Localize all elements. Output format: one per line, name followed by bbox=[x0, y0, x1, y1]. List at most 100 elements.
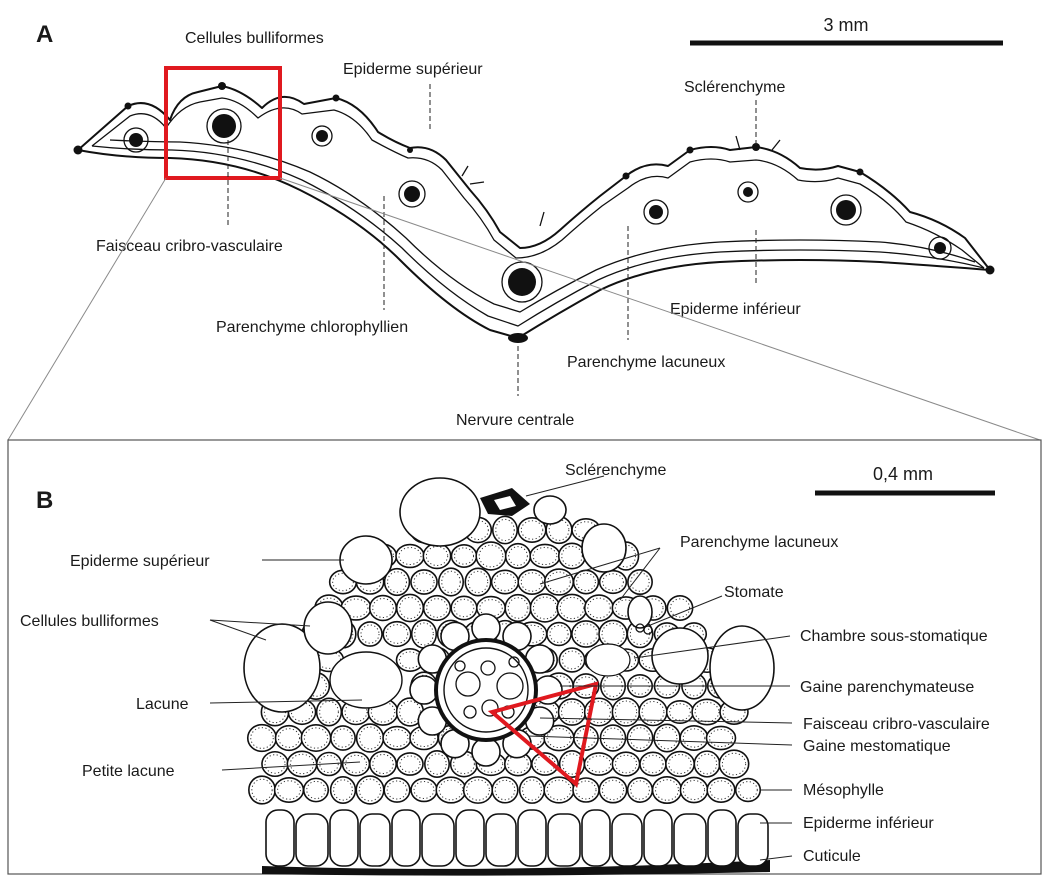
label-b-mesophylle: Mésophylle bbox=[803, 782, 884, 799]
mesophyll-cell bbox=[397, 594, 424, 621]
mesophyll-cell bbox=[464, 777, 493, 803]
lower-epidermis-cell bbox=[266, 810, 294, 866]
mesophyll-cell bbox=[423, 544, 450, 569]
lower-epidermis-cell bbox=[296, 814, 328, 866]
lower-epidermis-cell bbox=[392, 810, 420, 866]
lower-epidermis-cell bbox=[330, 810, 358, 866]
label-b-gaine-mesto: Gaine mestomatique bbox=[803, 738, 951, 755]
lower-epidermis-cell bbox=[518, 810, 546, 866]
mesophyll-cell bbox=[505, 595, 531, 622]
label-b-cuticule: Cuticule bbox=[803, 848, 861, 865]
mesophyll-cell bbox=[424, 596, 451, 621]
label-b-sclerenchyme: Sclérenchyme bbox=[565, 462, 666, 479]
mesophyll-cell bbox=[544, 777, 574, 803]
mesophyll-cell bbox=[680, 726, 708, 750]
mesophyll-cell bbox=[436, 777, 466, 803]
mesophyll-cell bbox=[370, 751, 396, 776]
panel-a-letter: A bbox=[36, 21, 53, 48]
lower-epidermis-cell bbox=[548, 814, 580, 866]
mesophyll-cell bbox=[559, 699, 586, 725]
mesophyll-cell bbox=[317, 698, 342, 725]
panel-b-letter: B bbox=[36, 487, 53, 514]
mesophyll-cell bbox=[599, 777, 626, 802]
mesophyll-cell bbox=[520, 777, 545, 803]
mesophyll-cell bbox=[275, 778, 304, 802]
bundle-sheath-cell bbox=[472, 738, 500, 766]
lower-epidermis-cell bbox=[456, 810, 484, 866]
label-b-epiderme-inferieur: Epiderme inférieur bbox=[803, 815, 934, 832]
mesophyll-cell bbox=[736, 779, 761, 802]
bundle-sheath-cell bbox=[410, 676, 438, 704]
lower-epidermis-cell bbox=[612, 814, 642, 866]
label-a-cellules-bulliformes: Cellules bulliformes bbox=[185, 30, 324, 47]
mesophyll-cell bbox=[384, 778, 410, 802]
label-a-sclerenchyme: Sclérenchyme bbox=[684, 79, 785, 96]
lacune-cavity bbox=[330, 652, 402, 708]
label-a-parenchyme-lacuneux: Parenchyme lacuneux bbox=[567, 354, 725, 371]
mesophyll-cell bbox=[451, 545, 476, 567]
mesophyll-cell bbox=[680, 777, 707, 802]
bundle-sheath-cell bbox=[472, 614, 500, 642]
mesophyll-cell bbox=[439, 568, 463, 596]
lower-epidermis-cell bbox=[674, 814, 706, 866]
mesophyll-cell bbox=[600, 725, 625, 751]
label-a-faisceau: Faisceau cribro-vasculaire bbox=[96, 238, 283, 255]
mesophyll-cell bbox=[506, 544, 531, 569]
lower-epidermis-cell bbox=[486, 814, 516, 866]
lower-epidermis-cells bbox=[266, 810, 768, 866]
mesophyll-cell bbox=[287, 751, 316, 776]
mesophyll-cell bbox=[530, 594, 559, 622]
label-b-stomate: Stomate bbox=[724, 584, 784, 601]
mesophyll-cell bbox=[357, 724, 384, 752]
mesophyll-cell bbox=[451, 596, 477, 619]
mesophyll-cell bbox=[694, 751, 719, 777]
mesophyll-cell bbox=[262, 752, 288, 777]
mesophyll-cell bbox=[572, 621, 600, 647]
mesophyll-cell bbox=[331, 726, 355, 750]
mesophyll-cell bbox=[476, 542, 506, 570]
mesophyll-cell bbox=[331, 777, 356, 803]
vascular-bundle-b bbox=[436, 640, 536, 740]
leaf-lower-inner-line bbox=[92, 146, 984, 326]
mesophyll-cell bbox=[304, 778, 329, 801]
mesophyll-cell bbox=[574, 570, 599, 593]
mesophyll-cell bbox=[547, 623, 571, 646]
label-b-parenchyme-lacuneux: Parenchyme lacuneux bbox=[680, 534, 838, 551]
label-b-epiderme-superieur: Epiderme supérieur bbox=[70, 553, 210, 570]
mesophyll-cell bbox=[370, 596, 397, 621]
mesophyll-cell bbox=[301, 725, 330, 751]
label-b-faisceau: Faisceau cribro-vasculaire bbox=[803, 716, 990, 733]
mesophyll-cell bbox=[545, 569, 574, 595]
mesophyll-cell bbox=[356, 776, 384, 804]
lower-epidermis-cell bbox=[422, 814, 454, 866]
panel-b-scale-label: 0,4 mm bbox=[873, 464, 933, 484]
label-b-chambre: Chambre sous-stomatique bbox=[800, 628, 988, 645]
mesophyll-cell bbox=[248, 725, 277, 752]
mesophyll-cell bbox=[397, 753, 423, 775]
mesophyll-cell bbox=[518, 570, 546, 594]
label-a-parenchyme-chloro: Parenchyme chlorophyllien bbox=[216, 319, 408, 336]
lower-epidermis-cell bbox=[582, 810, 610, 866]
mesophyll-cell bbox=[383, 622, 411, 647]
mesophyll-cell bbox=[719, 750, 748, 778]
mesophyll-cell bbox=[612, 698, 639, 726]
label-a-epiderme-superieur: Epiderme supérieur bbox=[343, 61, 483, 78]
leaf-mesophyll-boundary bbox=[110, 140, 975, 312]
mesophyll-cell bbox=[654, 724, 680, 751]
mesophyll-cell bbox=[343, 752, 370, 776]
lower-epidermis-cell bbox=[738, 814, 768, 866]
mesophyll-cell bbox=[465, 568, 490, 595]
label-b-lacune: Lacune bbox=[136, 696, 189, 713]
mesophyll-cell bbox=[585, 595, 613, 621]
chambre-sous-stomatique-cavity bbox=[586, 644, 630, 676]
mesophyll-cell bbox=[628, 778, 653, 802]
mesophyll-cell bbox=[559, 648, 584, 672]
mesophyll-cell bbox=[653, 777, 682, 803]
mesophyll-cell bbox=[530, 544, 560, 567]
label-b-gaine-parench: Gaine parenchymateuse bbox=[800, 679, 974, 696]
panel-a-scale-label: 3 mm bbox=[824, 15, 869, 35]
mesophyll-cell bbox=[707, 778, 735, 802]
label-a-epiderme-inferieur: Epiderme inférieur bbox=[670, 301, 801, 318]
mesophyll-cell bbox=[493, 516, 517, 543]
